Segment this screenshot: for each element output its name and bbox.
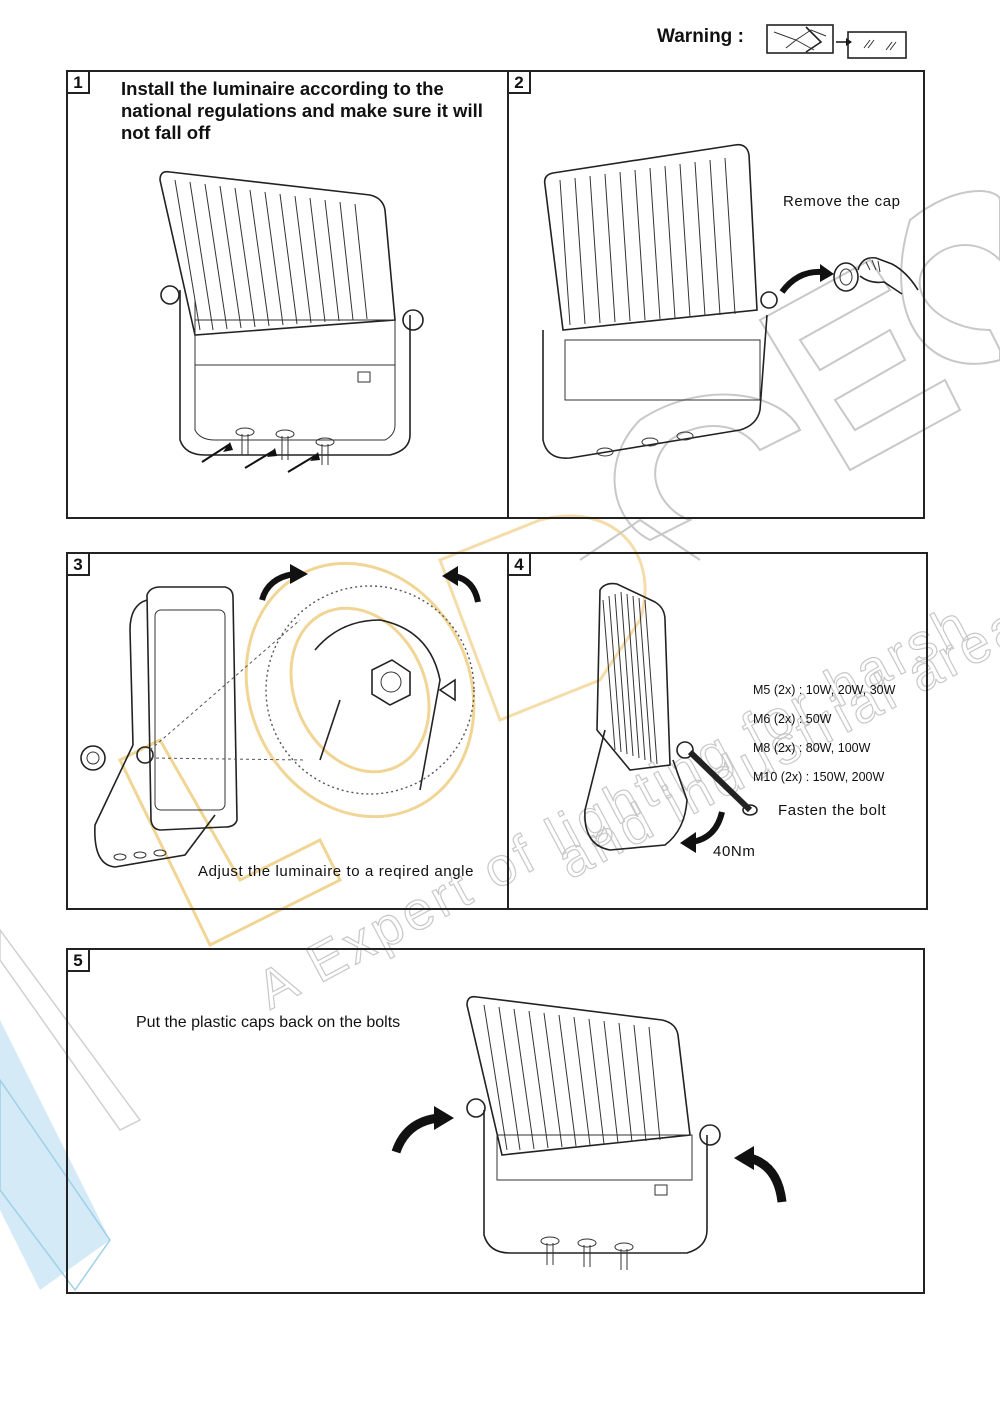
floodlight-drawing [159, 170, 424, 465]
step-5-caption: Put the plastic caps back on the bolts [136, 1014, 401, 1031]
step-3-caption: Adjust the luminaire to a reqired angle [198, 863, 475, 880]
broken-glass-icon [766, 24, 834, 54]
step-number-4: 4 [507, 552, 531, 576]
step-number-5: 5 [66, 948, 90, 972]
step-number-1: 1 [66, 70, 90, 94]
bolt-spec-m6: M6 (2x) : 50W [753, 712, 832, 726]
floodlight-drawing [466, 995, 721, 1270]
torque-value: 40Nm [713, 843, 756, 860]
step-panel-row-1 [66, 70, 925, 519]
warning-label: Warning : [657, 26, 744, 47]
step-number-3: 3 [66, 552, 90, 576]
bolt-spec-m8: M8 (2x) : 80W, 100W [753, 741, 871, 755]
rotation-arrow-icon [734, 1146, 787, 1203]
rotation-arrow-icon [442, 566, 481, 603]
panel-divider [507, 552, 509, 910]
bolt-spec-m5: M5 (2x) : 10W, 20W, 30W [753, 683, 896, 697]
bolt-spec-m10: M10 (2x) : 150W, 200W [753, 770, 885, 784]
panel-divider [507, 70, 509, 519]
step-2-caption: Remove the cap [783, 193, 901, 210]
step-4-caption: Fasten the bolt [778, 802, 887, 819]
rotation-arrow-icon [680, 811, 725, 853]
step-number-2: 2 [507, 70, 531, 94]
cap-icon [833, 262, 859, 292]
floodlight-drawing [542, 143, 778, 459]
rotation-arrow-icon [259, 564, 308, 601]
rotation-arrow-icon [391, 1106, 454, 1154]
pointer-arrows [201, 442, 320, 473]
floodlight-drawing [584, 582, 758, 851]
step-1-caption: Install the luminaire according to the n… [121, 78, 483, 143]
hand-icon [857, 256, 919, 295]
step-panel-row-2 [66, 552, 928, 910]
step-panel-row-3 [66, 948, 925, 1294]
detail-magnifier [149, 585, 475, 795]
floodlight-drawing [80, 586, 238, 868]
rotation-arrow-icon [779, 264, 834, 294]
replace-glass-icon [836, 31, 907, 59]
